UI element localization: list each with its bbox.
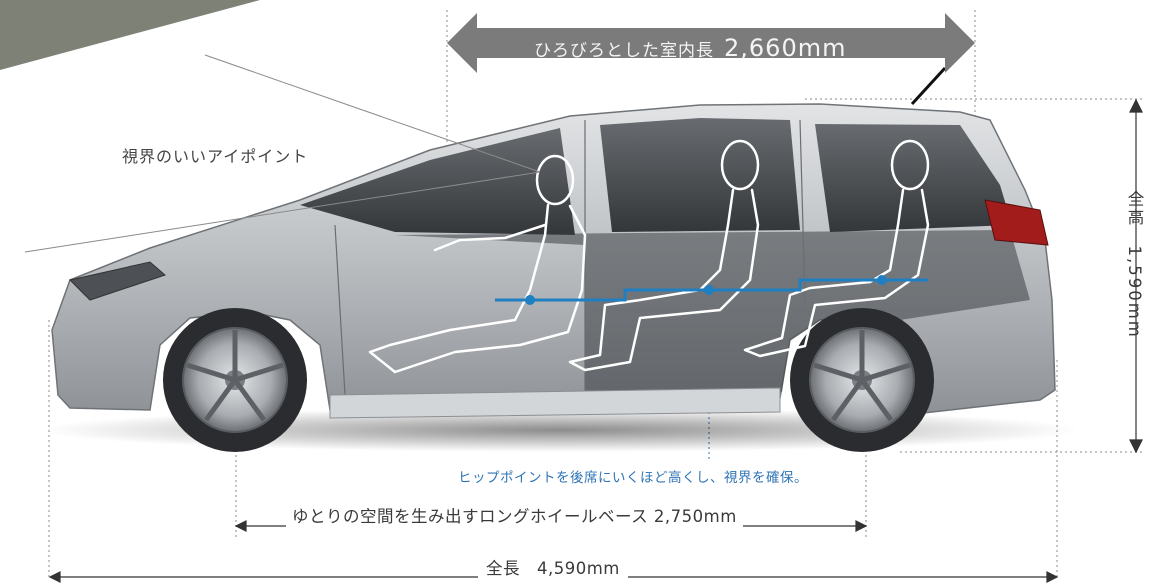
front-wheel: [163, 308, 307, 452]
interior-length-prefix: ひろびろとした室内長: [534, 41, 714, 61]
passenger-outlines: [368, 139, 930, 374]
interior-length-arrow: [447, 13, 975, 73]
interior-length-label: ひろびろとした室内長 2,660mm: [534, 34, 934, 62]
rear-wheel: [790, 308, 934, 452]
interior-length-value: 2,660mm: [724, 34, 847, 62]
height-arrow: [1129, 98, 1143, 454]
overall-height-label: 全高 1,590mm: [1125, 190, 1144, 339]
overall-length-label: 全長 4,590mm: [478, 555, 628, 579]
eye-point-label: 視界のいいアイポイント: [122, 147, 309, 166]
hip-point-line: [495, 275, 928, 305]
eye-point-lines: [24, 54, 541, 253]
hip-point-note: ヒップポイントを後席にいくほど高くし、視界を確保。: [458, 470, 808, 486]
wheelbase-label: ゆとりの空間を生み出すロングホイールベース 2,750mm: [286, 503, 743, 527]
